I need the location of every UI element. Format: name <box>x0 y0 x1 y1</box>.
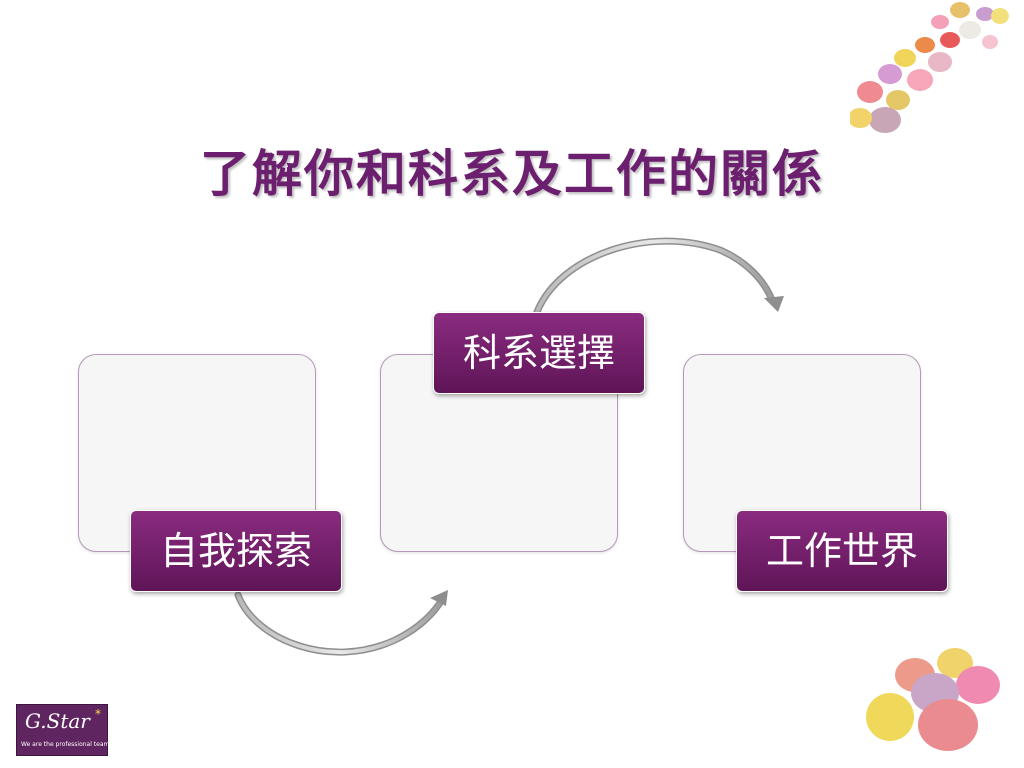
step-label-work-world: 工作世界 <box>736 510 948 592</box>
candy-eggs-top-image <box>850 2 1009 133</box>
logo-tagline: We are the professional team <box>21 741 110 748</box>
arrowhead-icon <box>764 296 784 312</box>
arrow-major-to-work <box>533 237 784 316</box>
gstar-logo: G.Star * We are the professional team <box>16 704 110 756</box>
step-label-major-choice: 科系選擇 <box>433 312 645 394</box>
logo-name: G.Star <box>25 709 90 733</box>
arrow-self-to-major <box>234 590 448 656</box>
slide-title: 了解你和科系及工作的關係 <box>200 143 824 203</box>
candy-eggs-bottom-image <box>866 648 1000 751</box>
arrowhead-icon <box>430 590 448 606</box>
logo-star-icon: * <box>95 707 101 721</box>
step-label-self-exploration: 自我探索 <box>130 510 342 592</box>
